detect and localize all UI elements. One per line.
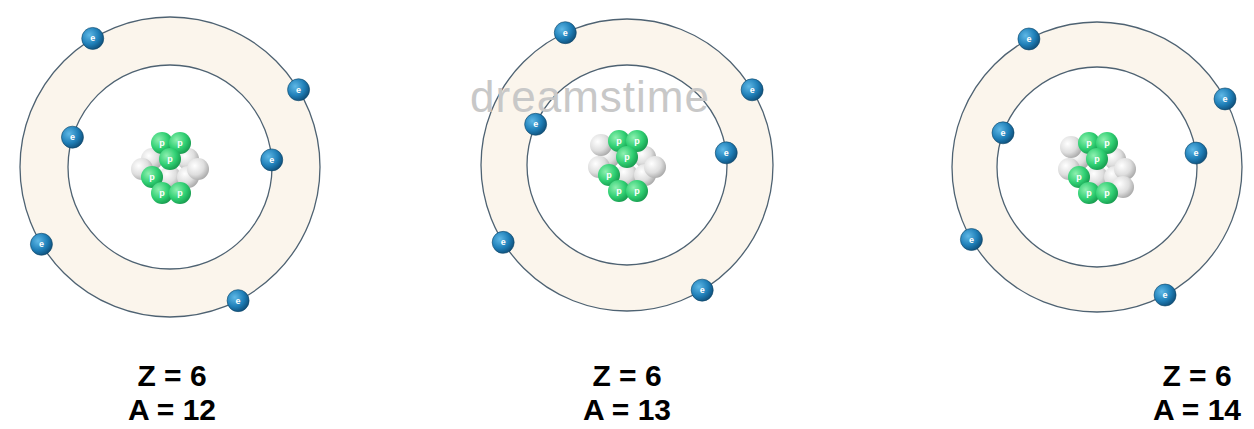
proton-label: p: [1104, 139, 1110, 148]
outer-shell: [481, 19, 773, 311]
inner-shell: [68, 65, 272, 269]
mass-number: A = 12: [128, 395, 216, 425]
proton-label: p: [1086, 189, 1092, 198]
atomic-number: Z = 6: [1162, 361, 1231, 391]
proton-label: p: [634, 137, 640, 146]
electron: [30, 233, 52, 255]
electron: [288, 79, 310, 101]
atomic-number: Z = 6: [137, 361, 206, 391]
electron-label: e: [750, 85, 755, 94]
proton-label: p: [616, 187, 622, 196]
proton-label: p: [1076, 173, 1082, 182]
proton: [159, 148, 181, 170]
electron: [691, 279, 713, 301]
electron: [261, 149, 283, 171]
proton-label: p: [616, 137, 622, 146]
electron: [715, 142, 737, 164]
electron-label: e: [1026, 34, 1031, 43]
outer-shell: [20, 17, 320, 317]
proton-label: p: [624, 153, 630, 162]
proton-label: p: [1086, 139, 1092, 148]
mass-number: A = 13: [583, 395, 671, 425]
electron-label: e: [296, 85, 301, 94]
inner-shell: [997, 67, 1197, 267]
electron-label: e: [1194, 149, 1199, 158]
proton-label: p: [149, 173, 155, 182]
electron-label: e: [70, 133, 75, 142]
proton: [1086, 148, 1108, 170]
electron-label: e: [700, 286, 705, 295]
electron-label: e: [533, 120, 538, 129]
electron: [554, 22, 576, 44]
electron: [1214, 88, 1236, 110]
watermark: dreamstime: [470, 75, 710, 119]
electron-label: e: [1163, 291, 1168, 300]
proton: [1096, 182, 1118, 204]
mass-number: A = 14: [1153, 395, 1241, 425]
electron: [1185, 142, 1207, 164]
proton-label: p: [177, 139, 183, 148]
proton-label: p: [167, 155, 173, 164]
electron: [227, 290, 249, 312]
proton-label: p: [1104, 189, 1110, 198]
electron: [492, 231, 514, 253]
electron-label: e: [236, 296, 241, 305]
proton-label: p: [159, 189, 165, 198]
proton-label: p: [606, 171, 612, 180]
proton-label: p: [159, 139, 165, 148]
electron: [61, 126, 83, 148]
electron: [1018, 28, 1040, 50]
proton: [616, 146, 638, 168]
proton: [626, 180, 648, 202]
electron-label: e: [1001, 128, 1006, 137]
electron-label: e: [90, 34, 95, 43]
proton-label: p: [1094, 155, 1100, 164]
outer-shell: [952, 22, 1242, 312]
proton: [169, 182, 191, 204]
proton-label: p: [634, 187, 640, 196]
electron-label: e: [269, 155, 274, 164]
electron-label: e: [969, 235, 974, 244]
electron-label: e: [724, 148, 729, 157]
atomic-number: Z = 6: [592, 361, 661, 391]
electron: [960, 229, 982, 251]
electron: [1154, 284, 1176, 306]
electron-label: e: [39, 240, 44, 249]
neutron: [644, 156, 666, 178]
electron-label: e: [563, 28, 568, 37]
electron: [992, 122, 1014, 144]
electron-label: e: [1223, 94, 1228, 103]
neutron: [187, 158, 209, 180]
electron: [82, 27, 104, 49]
electron: [741, 79, 763, 101]
electron-label: e: [501, 238, 506, 247]
proton-label: p: [177, 189, 183, 198]
